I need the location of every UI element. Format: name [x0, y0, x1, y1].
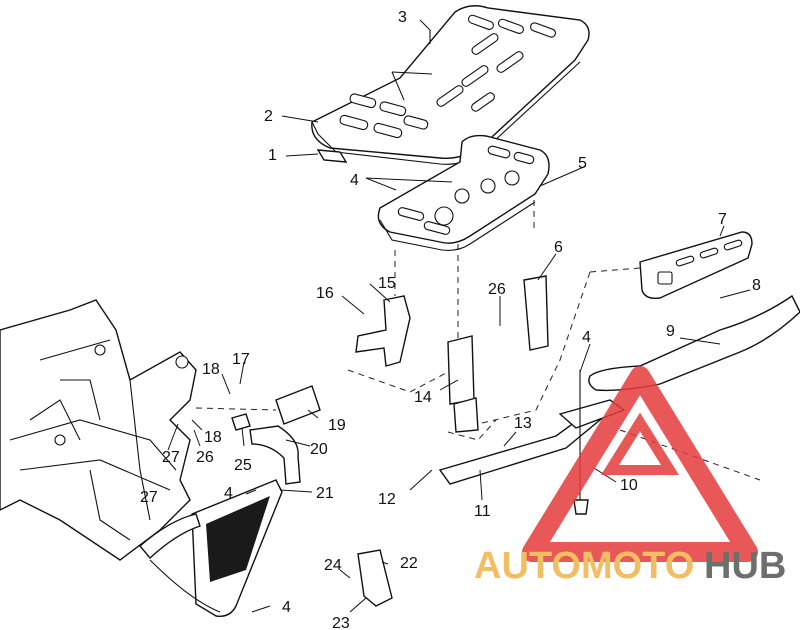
- callout-label: 26: [196, 449, 214, 466]
- callout-label: 6: [554, 239, 563, 256]
- callout-label: 4: [282, 599, 291, 616]
- assembly-line: [619, 429, 761, 481]
- callout-label: 25: [234, 457, 252, 474]
- block-part-19: [275, 385, 321, 425]
- callout-label: 9: [666, 323, 675, 340]
- callout-label: 18: [202, 361, 220, 378]
- lower-rail: [149, 559, 221, 613]
- callout-label: 11: [474, 503, 491, 520]
- callout-label: 10: [620, 477, 638, 494]
- callout-label: 14: [414, 389, 432, 406]
- watermark-triangle-icon: [522, 366, 758, 562]
- callout-label: 4: [224, 485, 233, 502]
- callout-label: 24: [324, 557, 342, 574]
- assembly-line: [477, 271, 591, 425]
- assembly-line: [347, 369, 449, 393]
- callout-label: 3: [398, 9, 407, 26]
- callout-label: 22: [400, 555, 418, 572]
- callout-label: 17: [232, 351, 250, 368]
- assembly-line: [195, 407, 277, 411]
- callout-label: 7: [718, 211, 727, 228]
- skid-plate-part-21: [191, 479, 283, 617]
- callout-label: 1: [268, 147, 277, 164]
- callout-label: 4: [582, 329, 591, 346]
- watermark: AUTOMOTO HUB: [474, 366, 786, 587]
- callout-label: 8: [752, 277, 761, 294]
- guard-part-23: [357, 549, 393, 607]
- plate-part-5: [377, 134, 550, 251]
- clamp-part-20: [249, 425, 301, 485]
- callout-label: 5: [578, 155, 587, 172]
- callout-label: 13: [514, 415, 532, 432]
- rack-part-2: [311, 5, 590, 165]
- callout-label: 27: [162, 449, 180, 466]
- watermark-word-right: HUB: [704, 545, 786, 587]
- callout-label: 16: [316, 285, 334, 302]
- clip-part-1: [316, 149, 348, 163]
- callout-label: 20: [310, 441, 328, 458]
- callout-label: 4: [350, 172, 359, 189]
- callout-label: 23: [332, 615, 350, 630]
- callout-label: 21: [316, 485, 334, 502]
- callout-label: 19: [328, 417, 346, 434]
- assembly-line: [447, 419, 497, 441]
- bracket-part-14: [447, 335, 479, 433]
- bracket-part-15: [355, 295, 411, 367]
- pad-part-25: [231, 413, 251, 431]
- callout-label: 15: [378, 275, 396, 292]
- chassis-frame: [0, 299, 201, 561]
- assembly-line: [589, 267, 641, 273]
- watermark-inner-triangle-icon: [600, 412, 680, 475]
- callout-label: 2: [264, 108, 273, 125]
- callout-label: 26: [488, 281, 506, 298]
- callout-label: 12: [378, 491, 396, 508]
- callout-label: 27: [140, 489, 158, 506]
- bracket-part-6: [523, 275, 549, 351]
- callout-label: 18: [204, 429, 222, 446]
- bumper-part-9: [588, 294, 800, 392]
- callout-labels: 1 2 3 4 4 4 4 5 6 7 8 9 10 11 12 13 14 1…: [140, 9, 761, 630]
- leader-lines: [167, 19, 751, 613]
- watermark-word-left: AUTOMOTO: [474, 545, 694, 587]
- grille-part-7: [639, 231, 753, 300]
